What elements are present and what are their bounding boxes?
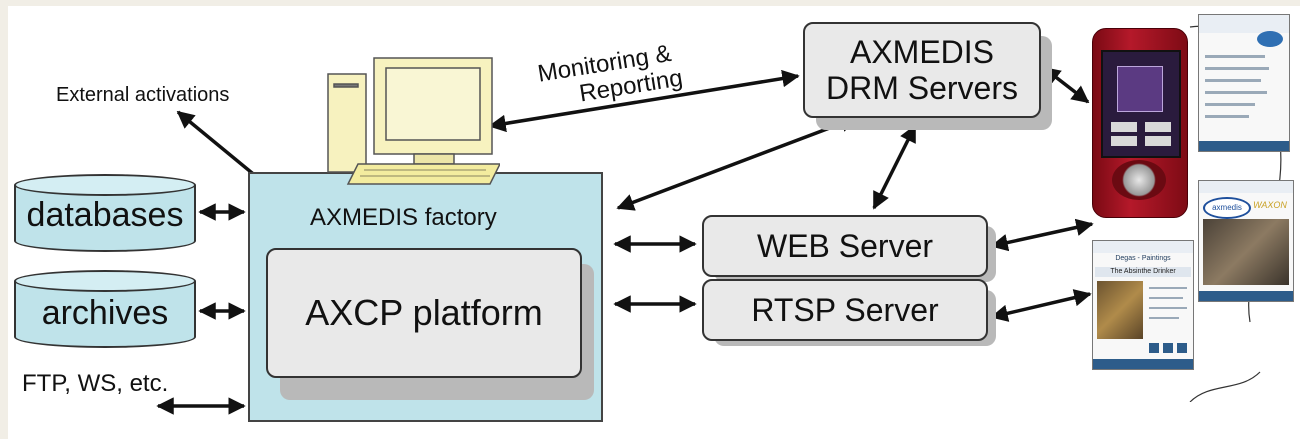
pda-screen-bottom: Degas - Paintings The Absinthe Drinker bbox=[1092, 240, 1194, 370]
arrow-drm-web bbox=[872, 124, 917, 210]
archives-cylinder: archives bbox=[14, 270, 196, 350]
axcp-platform-box: AXCP platform bbox=[266, 248, 582, 378]
factory-label: AXMEDIS factory bbox=[310, 204, 497, 231]
rtsp-server-label: RTSP Server bbox=[751, 291, 939, 328]
archives-label: archives bbox=[41, 294, 169, 332]
arrow-monitoring bbox=[488, 69, 800, 133]
web-server-box: WEB Server bbox=[702, 215, 988, 277]
computer-icon bbox=[327, 57, 500, 185]
pda-screen-top-right bbox=[1198, 14, 1290, 152]
waxon-logo-text: WAXON bbox=[1253, 200, 1287, 210]
phone-nav-key bbox=[1112, 160, 1166, 200]
rtsp-server-box: RTSP Server bbox=[702, 279, 988, 341]
frame-top-border bbox=[0, 0, 1300, 6]
axmedis-logo-text: axmedis bbox=[1203, 197, 1251, 219]
web-server-label: WEB Server bbox=[756, 227, 934, 264]
drm-servers-line-2: DRM Servers bbox=[825, 70, 1018, 106]
external-activations-label: External activations bbox=[56, 84, 230, 106]
pda-header-text: Degas - Paintings bbox=[1115, 255, 1171, 262]
databases-cylinder: databases bbox=[14, 174, 196, 254]
arrow-factory-drm bbox=[616, 115, 858, 211]
pda-title-text: The Absinthe Drinker bbox=[1095, 267, 1191, 277]
frame-left-border bbox=[0, 0, 8, 439]
databases-label: databases bbox=[26, 196, 184, 234]
arrow-rtsp-device bbox=[990, 289, 1092, 322]
drm-servers-box: AXMEDIS DRM Servers bbox=[803, 22, 1041, 118]
ftp-ws-label: FTP, WS, etc. bbox=[22, 370, 169, 397]
drm-servers-line-1: AXMEDIS bbox=[849, 34, 995, 70]
axcp-platform-label: AXCP platform bbox=[305, 292, 543, 333]
pda-screen-middle-right: axmedis WAXON bbox=[1198, 180, 1294, 302]
phone-screen bbox=[1101, 50, 1181, 158]
arrow-web-device bbox=[990, 218, 1094, 252]
